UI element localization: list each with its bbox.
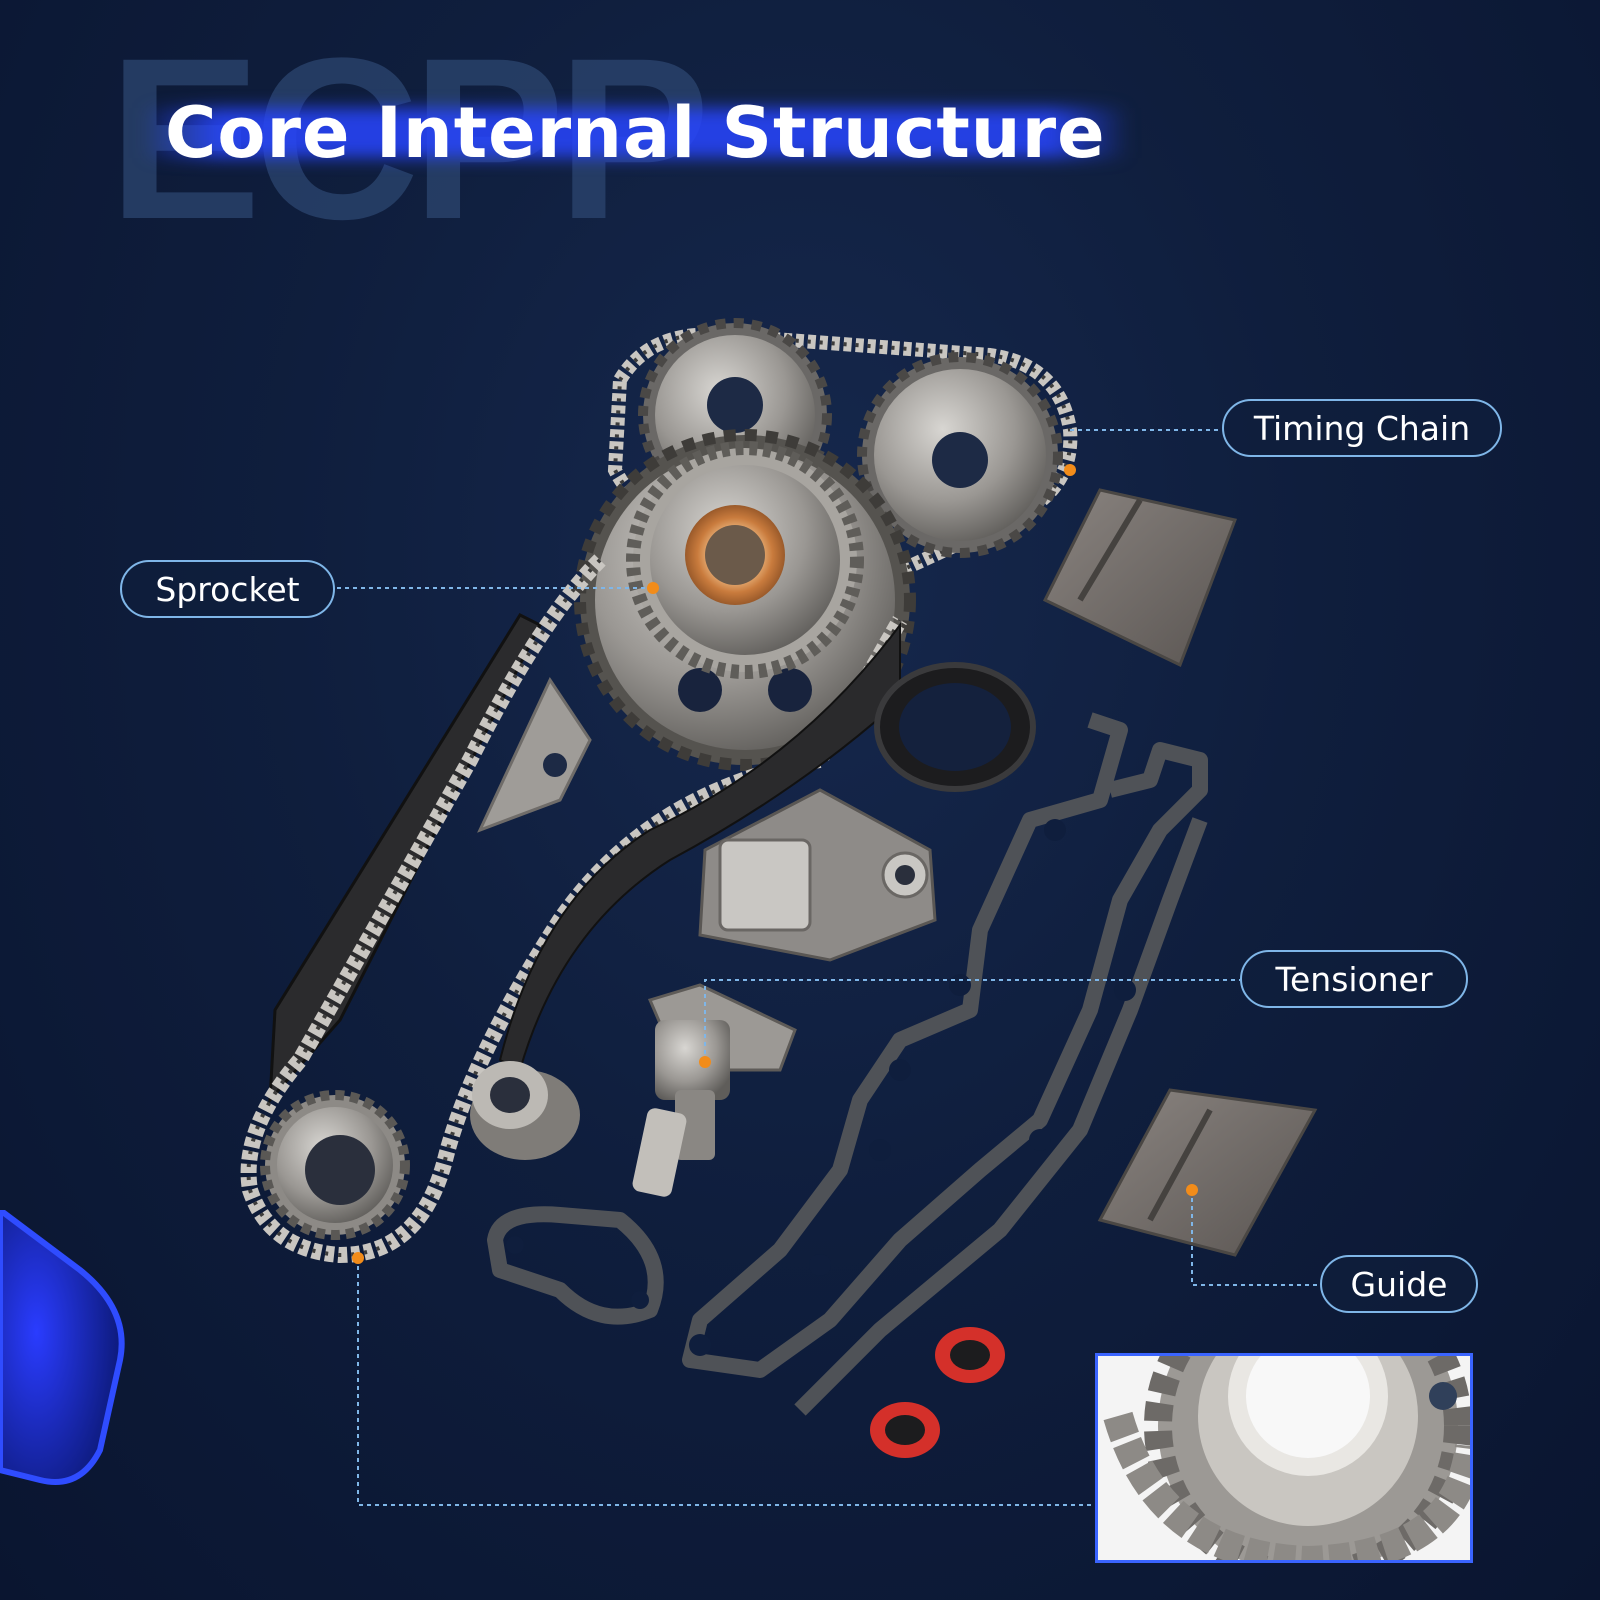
cam-sprocket-right bbox=[857, 352, 1063, 558]
marker-dots bbox=[352, 464, 1198, 1264]
front-cover-gasket bbox=[682, 712, 1208, 1416]
title-highlight bbox=[140, 108, 1130, 158]
red-seals bbox=[870, 1327, 1005, 1458]
callout-sprocket: Sprocket bbox=[120, 560, 335, 618]
guide-plate-upper bbox=[1042, 488, 1238, 668]
callout-tensioner: Tensioner bbox=[1240, 950, 1468, 1008]
gasket-holes bbox=[689, 819, 1136, 1356]
guide-plate-lower bbox=[1097, 1088, 1318, 1257]
tensioner-block bbox=[698, 788, 937, 962]
middle-sprocket bbox=[574, 429, 916, 771]
tension-guide-arm bbox=[498, 621, 901, 1072]
leader-lines bbox=[335, 429, 1320, 1506]
sprocket-closeup-inset bbox=[1095, 1353, 1473, 1563]
plunger-tensioner bbox=[632, 983, 797, 1197]
oil-seal bbox=[874, 662, 1036, 792]
crank-sprocket bbox=[260, 1090, 410, 1240]
decorative-blue-shape bbox=[0, 1210, 125, 1485]
page-title: Core Internal Structure bbox=[165, 92, 1106, 174]
callout-guide: Guide bbox=[1320, 1255, 1478, 1313]
small-gasket bbox=[487, 1206, 664, 1325]
bushing bbox=[470, 1061, 580, 1160]
callout-timing-chain: Timing Chain bbox=[1222, 399, 1502, 457]
sprocket-closeup-image bbox=[1098, 1356, 1470, 1560]
